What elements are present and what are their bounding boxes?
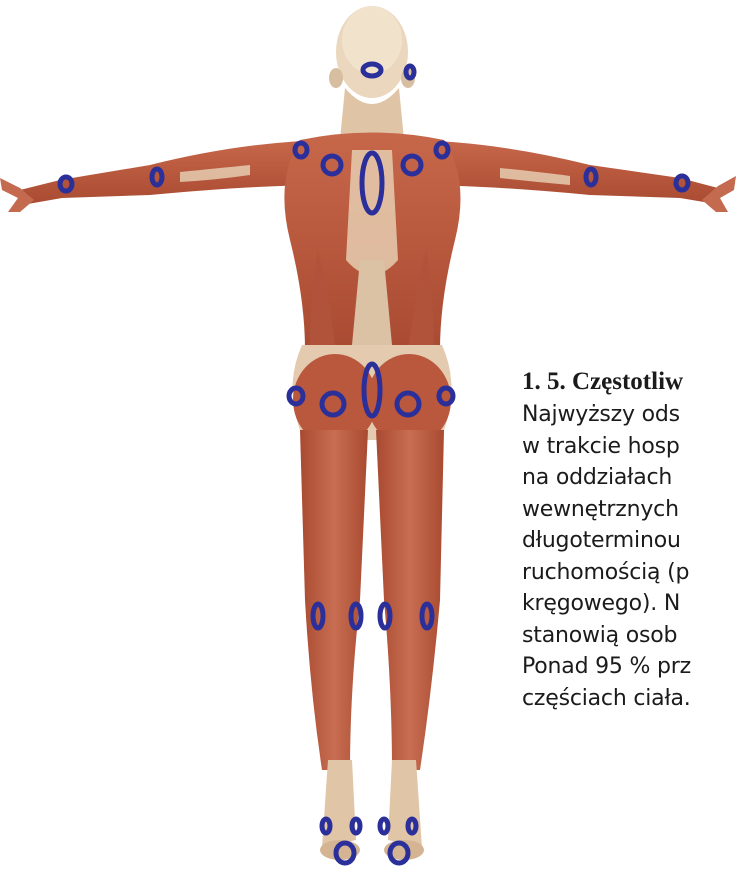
caption-line: wewnętrznych — [522, 494, 736, 526]
marker-ankle-3 — [380, 819, 388, 833]
caption-line: kręgowego). N — [522, 588, 736, 620]
head — [329, 6, 415, 98]
torso — [284, 133, 460, 351]
caption-line: ruchomością (p — [522, 557, 736, 589]
caption-text: 1. 5. Częstotliw Najwyższy ods w trakcie… — [522, 366, 736, 714]
caption-line: na oddziałach — [522, 462, 736, 494]
marker-ankle-2 — [352, 819, 360, 833]
caption-line: częściach ciała. — [522, 683, 736, 715]
section-heading: 1. 5. Częstotliw — [522, 366, 736, 397]
legs — [300, 430, 444, 860]
caption-line: stanowią osob — [522, 620, 736, 652]
caption-line: Najwyższy ods — [522, 399, 736, 431]
caption-line: w trakcie hosp — [522, 431, 736, 463]
caption-line: Ponad 95 % prz — [522, 651, 736, 683]
caption-line: długoterminou — [522, 525, 736, 557]
